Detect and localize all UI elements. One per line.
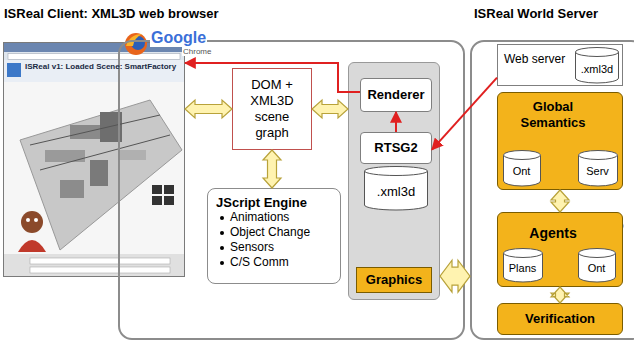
- cylinder-top: [365, 167, 428, 176]
- data-flow-arrow: [185, 63, 360, 92]
- data-cylinder: Ont: [578, 248, 616, 282]
- scene-graph-engine-box: RTSG2: [360, 132, 432, 164]
- web-server-box: Web server.xml3d: [497, 44, 623, 86]
- bullet-item: Sensors: [230, 240, 274, 255]
- renderer-box: Renderer: [360, 78, 432, 112]
- browser-screenshot: [4, 43, 185, 277]
- box-label: RTSG2: [374, 140, 417, 156]
- firefox-logo: [125, 33, 147, 55]
- data-cylinder: Plans: [503, 248, 543, 282]
- data-cylinder: Serv: [578, 150, 618, 186]
- double-arrow: [551, 287, 569, 303]
- store-label: Plans: [509, 262, 537, 275]
- double-arrow: [185, 100, 232, 118]
- double-arrow: [263, 150, 281, 188]
- double-arrow: [312, 100, 348, 118]
- box-label: Agents: [504, 225, 602, 242]
- data-cylinder: Ont: [503, 150, 541, 186]
- panel-heading: ISReal Client: XML3D web browser: [4, 6, 219, 22]
- box-label: Renderer: [367, 87, 424, 103]
- script-engine-box: JScript EngineAnimationsObject ChangeSen…: [207, 188, 341, 284]
- logo-text: Google: [150, 29, 207, 47]
- group-label: Graphics: [356, 267, 432, 293]
- bullet-item: C/S Comm: [230, 255, 289, 270]
- bullet-row: Sensors: [220, 240, 332, 255]
- bullet-item: Animations: [230, 210, 289, 225]
- server-panel: ISReal World ServerWeb server.xml3dGloba…: [470, 40, 634, 340]
- bullet-dot: [220, 216, 224, 220]
- box-label: ISReal v1: Loaded Scene: SmartFactory: [25, 62, 181, 71]
- store-label: Ont: [513, 165, 531, 178]
- bullet-row: Animations: [220, 210, 332, 225]
- semantics-box: Global SemanticsOnt Serv: [497, 92, 623, 190]
- data-flow-arrow: [395, 112, 397, 132]
- bullet-dot: [220, 231, 224, 235]
- client-panel: ISReal Client: XML3D web browserDOM + XM…: [118, 40, 465, 340]
- browser-screenshot: ISReal v1: Loaded Scene: SmartFactory: [3, 42, 185, 277]
- data-flow-arrow: [432, 78, 497, 150]
- data-cylinder: .xml3d: [575, 47, 619, 83]
- bullet-dot: [220, 261, 224, 265]
- double-arrow: [551, 190, 569, 212]
- box-label: Global Semantics: [504, 99, 602, 131]
- bullet-item: Object Change: [230, 225, 310, 240]
- double-arrow: [440, 260, 470, 292]
- bullet-row: C/S Comm: [220, 255, 332, 270]
- box-title: JScript Engine: [216, 195, 332, 210]
- logo-text: Chrome: [182, 47, 212, 56]
- panel-heading: ISReal World Server: [474, 6, 598, 22]
- cylinder-top: [503, 150, 540, 159]
- cylinder-body: [365, 171, 428, 210]
- box-label: Verification: [525, 311, 595, 327]
- store-label: Serv: [586, 165, 609, 178]
- agents-box: AgentsPlans Ont: [497, 212, 623, 287]
- verification-box: Verification: [497, 303, 623, 335]
- cylinder-top: [578, 248, 615, 257]
- scene-graph-box: DOM + XML3D scene graph: [232, 68, 312, 150]
- data-cylinder: .xml3d: [364, 166, 428, 210]
- store-label: Ont: [588, 262, 606, 275]
- cylinder-top: [578, 150, 617, 159]
- graphics-panel: Graphics RendererRTSG2 .xml3d: [348, 62, 440, 300]
- bullet-dot: [220, 246, 224, 250]
- cylinder-top: [503, 248, 542, 257]
- store-label: .xml3d: [377, 184, 415, 200]
- box-label: DOM + XML3D scene graph: [243, 77, 301, 141]
- cylinder-top: [576, 48, 619, 57]
- bullet-row: Object Change: [220, 225, 332, 240]
- store-label: .xml3d: [581, 63, 613, 76]
